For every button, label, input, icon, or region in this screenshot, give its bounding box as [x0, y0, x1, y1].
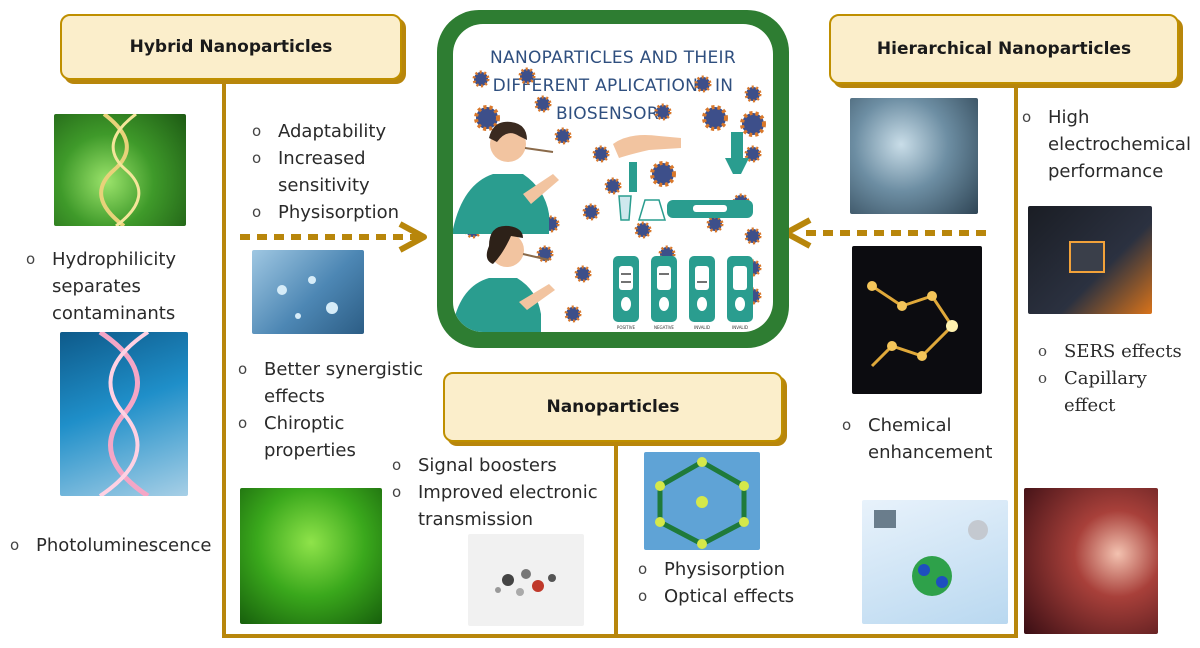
dna-leaf-photo — [54, 114, 186, 226]
nano-left-list: Signal boosters Improved electronic tran… — [392, 452, 622, 533]
hierarchical-title: Hierarchical Nanoparticles — [876, 39, 1132, 59]
dna-helix-pink-icon — [98, 332, 150, 496]
list-item: Capillary effect — [1038, 365, 1198, 419]
list-item: Photoluminescence — [10, 532, 220, 559]
nano-vertical-line — [614, 442, 618, 638]
list-item: Signal boosters — [392, 452, 622, 479]
nanoparticle-cluster-photo — [468, 534, 584, 626]
circuit-board-photo — [1028, 206, 1152, 314]
list-item: Physisorption — [252, 199, 422, 226]
hierarchical-chem-list: Chemical enhancement — [842, 412, 1012, 466]
dna-pink-photo — [60, 332, 188, 496]
hierarchical-nanoparticles-box: Hierarchical Nanoparticles — [829, 14, 1179, 84]
water-drops-photo — [252, 250, 364, 334]
cassette-label-2: NEGATIVE — [654, 325, 674, 330]
dna-helix-icon — [99, 114, 141, 226]
hybrid-vertical-line — [222, 78, 226, 638]
lattice-structure-photo — [644, 452, 760, 550]
arrow-right-to-center — [783, 217, 992, 249]
porous-mesh-photo — [850, 98, 978, 214]
hybrid-nanoparticles-box: Hybrid Nanoparticles — [60, 14, 402, 80]
chip-icon — [1069, 241, 1105, 273]
list-item: Chiroptic properties — [238, 410, 438, 464]
center-title: NANOPARTICLES AND THEIR DIFFERENT APLICA… — [490, 48, 736, 124]
test-cassette-icons — [613, 256, 753, 322]
lattice-icon — [655, 457, 749, 549]
nano-right-list: Physisorption Optical effects — [638, 556, 838, 610]
list-item: Optical effects — [638, 583, 838, 610]
biosensor-3d-photo — [862, 500, 1008, 624]
list-item: Better synergistic effects — [238, 356, 438, 410]
list-item: SERS effects — [1038, 338, 1198, 365]
biosensor-illustration: POSITIVE NEGATIVE INVALID INVALID — [453, 67, 766, 332]
green-cells-photo — [240, 488, 382, 624]
cassette-label-1: POSITIVE — [617, 325, 636, 330]
hybrid-mid-list: Better synergistic effects Chiroptic pro… — [238, 356, 438, 464]
list-item: High electrochemical performance — [1022, 104, 1198, 185]
list-item: Hydrophilicity separates contaminants — [26, 246, 196, 327]
list-item: Adaptability — [252, 118, 422, 145]
arrow-left-to-center — [240, 221, 427, 253]
list-item: Improved electronic transmission — [392, 479, 622, 533]
person-swab-icon-1 — [453, 121, 559, 234]
list-item: Increased sensitivity — [252, 145, 422, 199]
list-item: Physisorption — [638, 556, 838, 583]
list-item: Chemical enhancement — [842, 412, 1012, 466]
nanocluster-icon — [874, 510, 988, 596]
nanoparticles-box: Nanoparticles — [443, 372, 783, 442]
hierarchical-top-list: High electrochemical performance — [1022, 104, 1198, 185]
hierarchical-mid-list: SERS effects Capillary effect — [1038, 338, 1198, 419]
hybrid-top-list: Adaptability Increased sensitivity Physi… — [252, 118, 422, 226]
cassette-label-4: INVALID — [732, 325, 748, 330]
center-panel: NANOPARTICLES AND THEIR DIFFERENT APLICA… — [437, 10, 789, 348]
center-panel-inner: NANOPARTICLES AND THEIR DIFFERENT APLICA… — [453, 24, 773, 332]
particle-cluster-icon — [495, 569, 556, 596]
hierarchical-vertical-line — [1014, 82, 1018, 638]
nano-tunnel-photo — [1024, 488, 1158, 634]
person-swab-icon-2 — [453, 225, 555, 332]
bottom-horizontal-line — [222, 634, 1018, 638]
nano-title: Nanoparticles — [546, 397, 680, 417]
molecule-network-photo — [852, 246, 982, 394]
hybrid-title: Hybrid Nanoparticles — [129, 37, 333, 57]
hybrid-left-list: Hydrophilicity separates contaminants — [26, 246, 196, 327]
molecule-icon — [867, 281, 958, 368]
water-drop-icon — [277, 276, 338, 319]
cassette-label-3: INVALID — [694, 325, 710, 330]
hybrid-photolum-list: Photoluminescence — [10, 532, 220, 559]
